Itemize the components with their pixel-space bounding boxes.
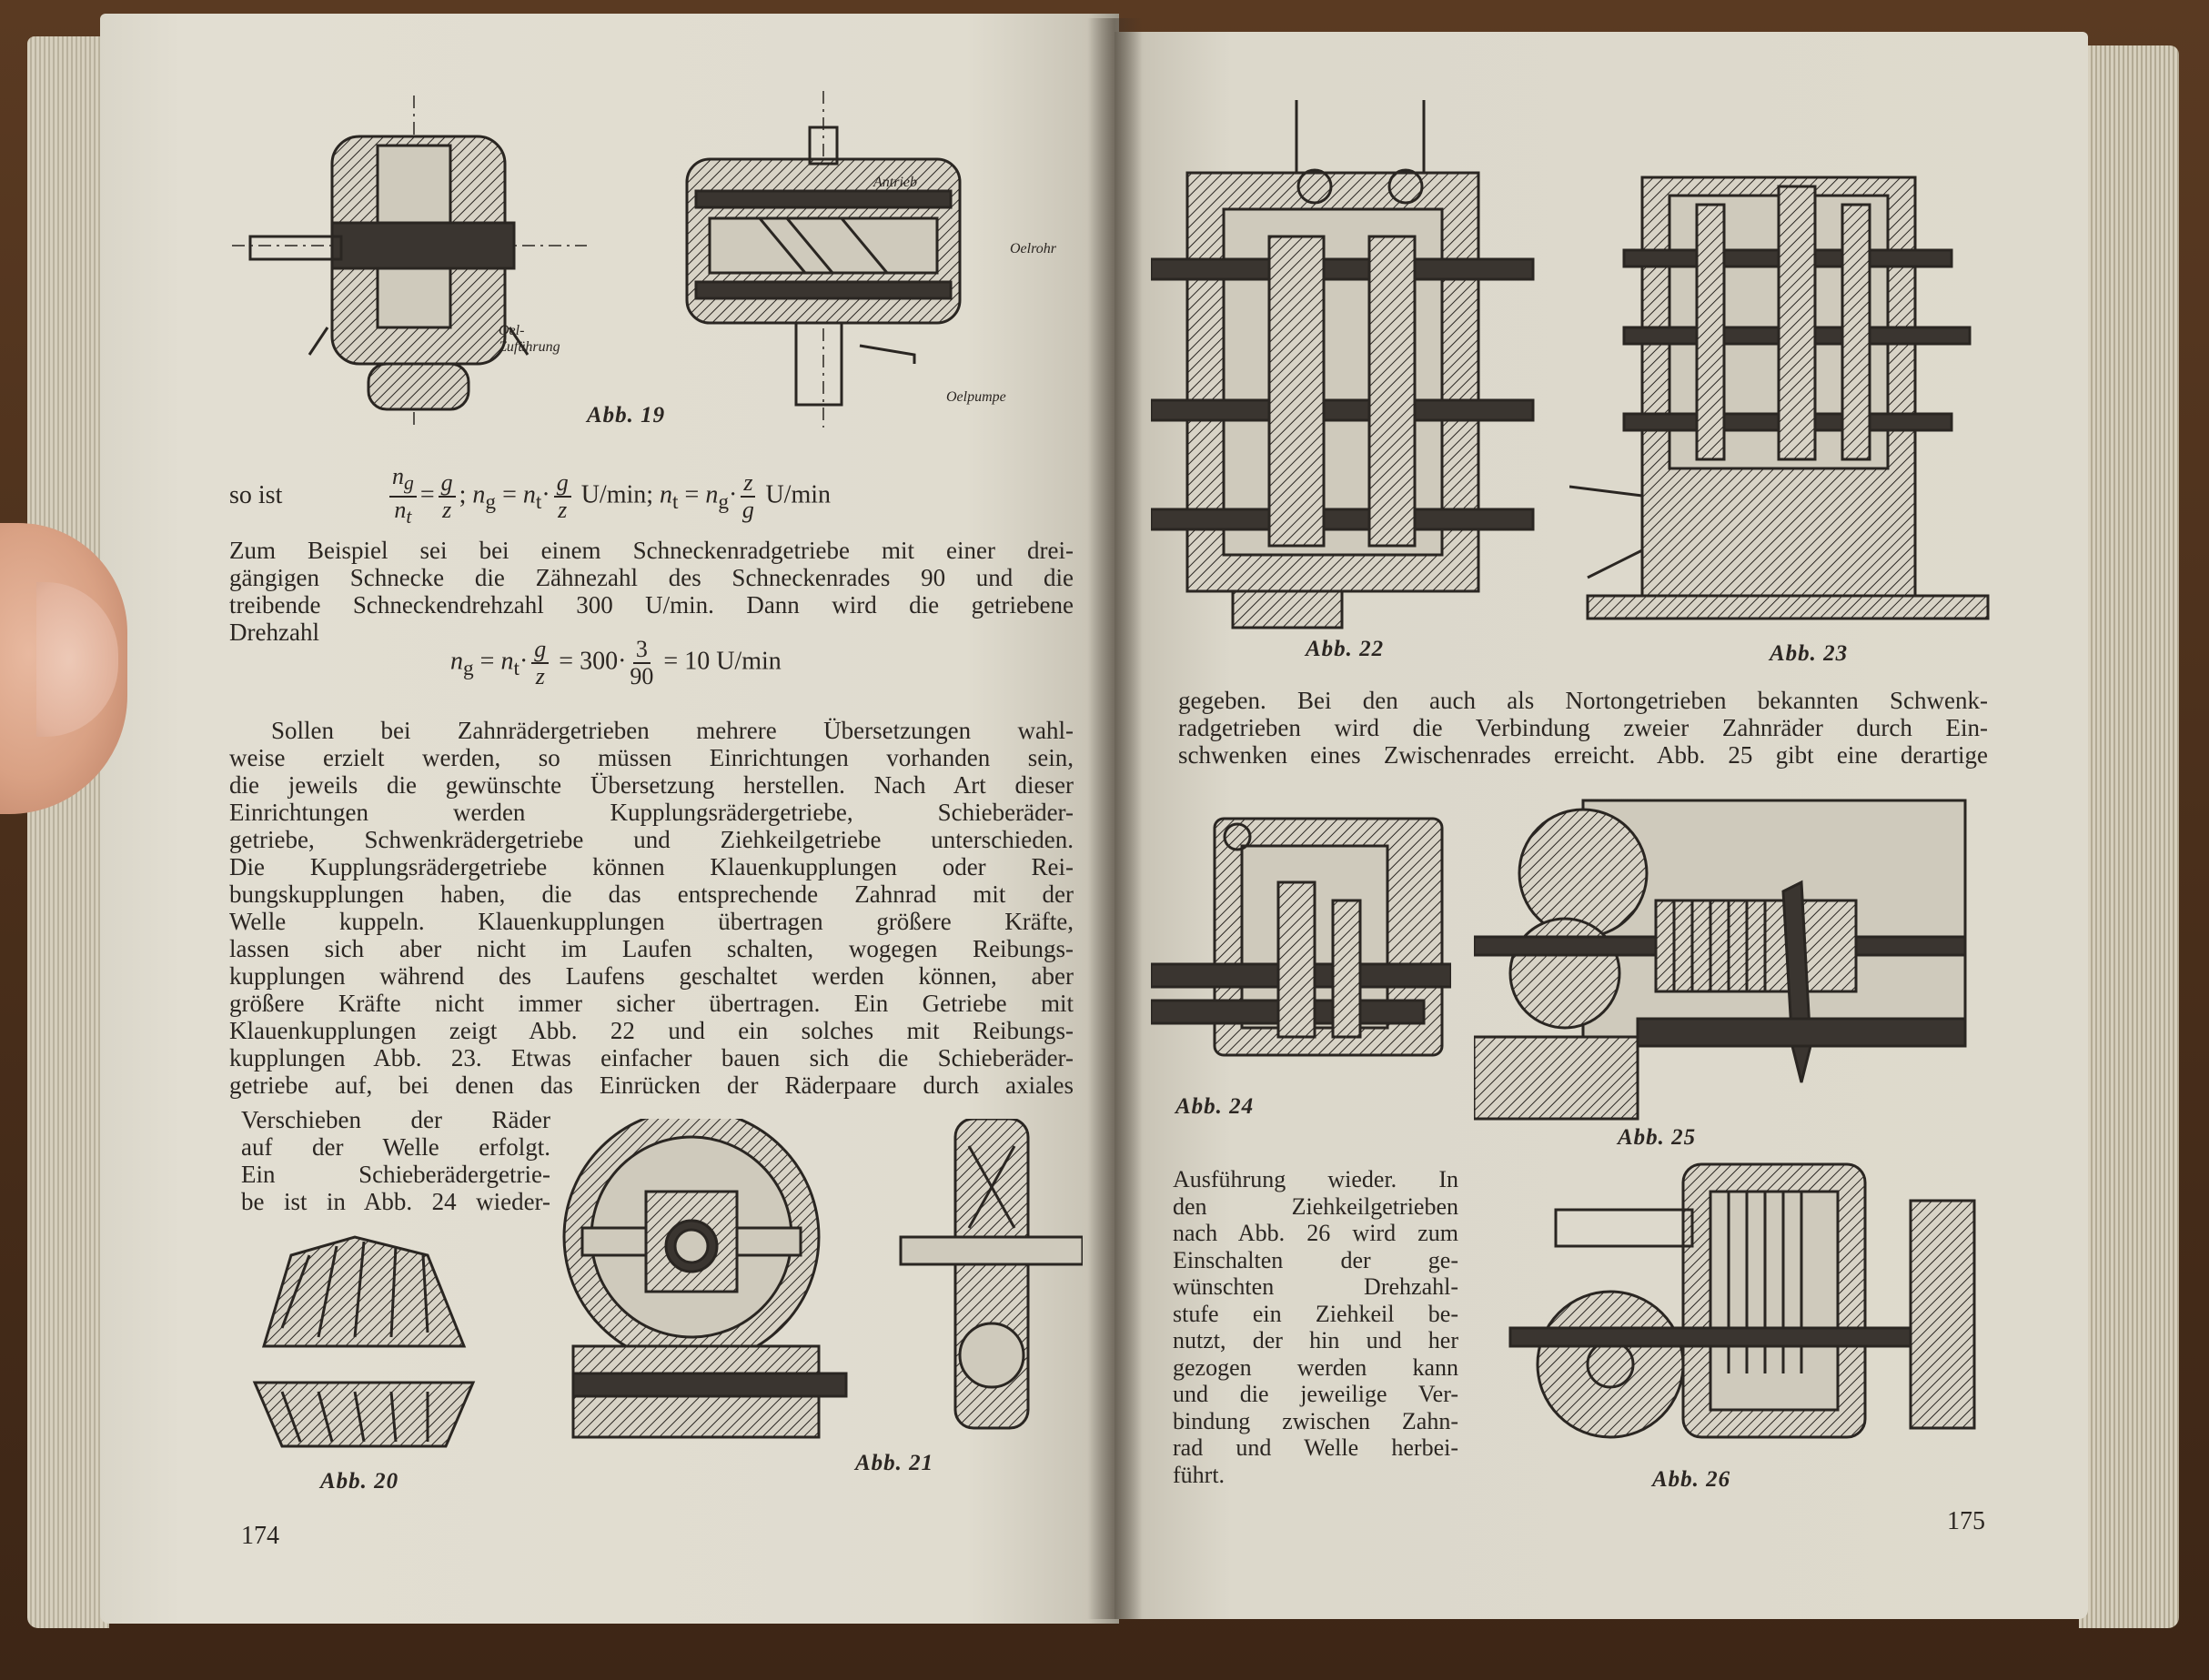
figure-19-label-oil-feed: Oel-Zuführung <box>499 323 560 355</box>
figure-22-clutch-gearbox <box>1151 100 1535 629</box>
figure-24-caption: Abb. 24 <box>1175 1094 1255 1119</box>
text-line: Ausführung wieder. In <box>1173 1166 1458 1192</box>
figure-19-label-drive: Antrieb <box>873 175 917 190</box>
right-page-number: 175 <box>1947 1507 1985 1535</box>
text-line: radgetrieben wird die Verbindung zweier … <box>1178 714 1988 741</box>
text-line: lassen sich aber nicht im Laufen schalte… <box>229 935 1074 962</box>
figure-19-caption: Abb. 19 <box>587 403 666 428</box>
text-line: treibende Schneckendrehzahl 300 U/min. D… <box>229 591 1074 619</box>
left-page-number: 174 <box>241 1522 279 1550</box>
text-line: gegeben. Bei den auch als Nortongetriebe… <box>1178 687 1988 714</box>
figure-21-worm-gear-housing <box>562 1119 1083 1439</box>
text-line: Sollen bei Zahnrädergetrieben mehrere Üb… <box>271 717 1074 744</box>
figure-20-bevel-gears <box>252 1235 476 1448</box>
text-line: Einrichtungen werden Kupplungsrädergetri… <box>229 799 1074 826</box>
figure-23-caption: Abb. 23 <box>1770 641 1849 666</box>
text-line: die jeweils die gewünschte Übersetzung h… <box>229 771 1074 799</box>
figure-26-draw-key-gearbox <box>1508 1162 1976 1439</box>
figure-19-label-oil-pipe: Oelrohr <box>1010 241 1056 257</box>
text-line: Drehzahl <box>229 619 319 646</box>
figure-22-caption: Abb. 22 <box>1306 637 1385 661</box>
book-spine <box>1087 18 1142 1619</box>
text-line: Die Kupplungsrädergetriebe können Klauen… <box>229 853 1074 880</box>
text-line: führt. <box>1173 1461 1226 1488</box>
text-line: Klauenkupplungen zeigt Abb. 22 und ein s… <box>229 1017 1074 1044</box>
figure-25-caption: Abb. 25 <box>1618 1125 1697 1150</box>
text-line: getriebe auf, bei denen das Einrücken de… <box>229 1071 1074 1099</box>
figure-24-sliding-gear-drive <box>1151 817 1451 1057</box>
text-line: weise erzielt werden, so müssen Einricht… <box>229 744 1074 771</box>
page-stack-left <box>27 36 109 1628</box>
text-line: Zum Beispiel sei bei einem Schneckenradg… <box>229 537 1074 564</box>
text-line: gezogen werden kann <box>1173 1353 1458 1381</box>
right-paragraph-1: gegeben. Bei den auch als Nortongetriebe… <box>1178 687 1988 769</box>
text-line: Einschalten der ge- <box>1173 1246 1458 1273</box>
formula-prefix: so ist <box>229 480 283 509</box>
text-line: wünschten Drehzahl- <box>1173 1273 1458 1300</box>
figure-20-caption: Abb. 20 <box>320 1469 399 1494</box>
text-line: be ist in Abb. 24 wieder- <box>241 1188 550 1215</box>
left-paragraph-1: Zum Beispiel sei bei einem Schneckenradg… <box>229 537 1074 646</box>
text-line: auf der Welle erfolgt. <box>241 1133 550 1161</box>
figure-25-norton-gearbox <box>1474 799 1967 1121</box>
text-line: bungskupplungen haben, die das entsprech… <box>229 880 1074 908</box>
text-line: den Ziehkeilgetrieben <box>1173 1192 1458 1220</box>
text-line: kupplungen während des Laufens geschalte… <box>229 962 1074 990</box>
text-line: und die jeweilige Ver- <box>1173 1381 1458 1407</box>
figure-21-caption: Abb. 21 <box>855 1451 934 1475</box>
text-line: stufe ein Ziehkeil be- <box>1173 1300 1458 1327</box>
figure-26-caption: Abb. 26 <box>1652 1467 1731 1492</box>
text-line: Welle kuppeln. Klauenkupplungen übertrag… <box>229 908 1074 935</box>
text-line: Verschieben der Räder <box>241 1106 550 1133</box>
text-line: kupplungen Abb. 23. Etwas einfacher baue… <box>229 1044 1074 1071</box>
figure-19-label-oil-pump: Oelpumpe <box>946 389 1006 405</box>
figure-19-worm-gear-diagram <box>232 91 962 428</box>
text-line: rad und Welle herbei- <box>1173 1434 1458 1461</box>
text-line: nutzt, der hin und her <box>1173 1327 1458 1353</box>
left-paragraph-2: Sollen bei Zahnrädergetrieben mehrere Üb… <box>229 717 1074 1099</box>
figure-23-friction-clutch-gearbox <box>1569 176 1990 620</box>
text-line: schwenken eines Zwischenrades erreicht. … <box>1178 741 1988 769</box>
text-line: bindung zwischen Zahn- <box>1173 1407 1458 1434</box>
page-stack-right <box>2079 45 2179 1628</box>
text-line: Ein Schieberädergetrie- <box>241 1161 550 1188</box>
text-line: nach Abb. 26 wird zum <box>1173 1220 1458 1246</box>
text-line: gängigen Schnecke die Zähnezahl des Schn… <box>229 564 1074 591</box>
text-line: größere Kräfte nicht immer sicher übertr… <box>229 990 1074 1017</box>
text-line: getriebe, Schwenkrädergetriebe und Ziehk… <box>229 826 1074 853</box>
